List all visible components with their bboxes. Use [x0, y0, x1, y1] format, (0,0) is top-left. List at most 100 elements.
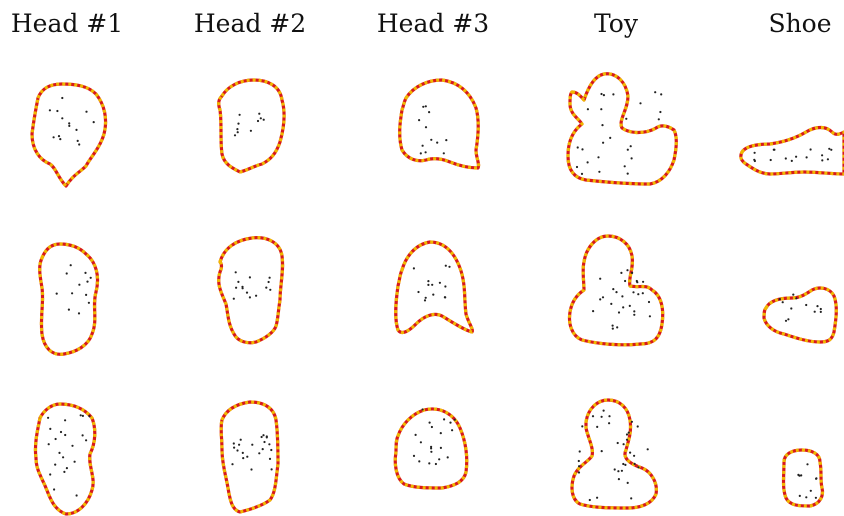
sample-point [445, 265, 447, 267]
sample-point [66, 272, 68, 274]
sample-point [642, 292, 644, 294]
column-title-shoe: Shoe [768, 9, 831, 38]
sample-point [770, 159, 772, 161]
sample-point [659, 111, 661, 113]
sample-point [49, 473, 51, 475]
sample-point [268, 281, 270, 283]
sample-point [268, 443, 270, 445]
sample-point [76, 494, 78, 496]
shape-cells [32, 74, 844, 514]
sample-point [821, 159, 823, 161]
sample-point [78, 143, 80, 145]
sample-point [428, 462, 430, 464]
outline-reconstruction-head1-1 [32, 84, 106, 186]
sample-point [269, 458, 271, 460]
sample-point [237, 131, 239, 133]
sample-point [233, 298, 235, 300]
sample-point [262, 448, 264, 450]
sample-point [425, 297, 427, 299]
sample-point [627, 173, 629, 175]
sample-point [85, 439, 87, 441]
sample-point [773, 149, 775, 151]
sample-point [805, 496, 807, 498]
sample-point [581, 425, 583, 427]
sample-point [596, 497, 598, 499]
sample-point [454, 419, 456, 421]
sample-point [422, 408, 424, 410]
sample-point [633, 455, 635, 457]
sample-point [785, 320, 787, 322]
sample-point [430, 139, 432, 141]
sample-point [431, 284, 433, 286]
sample-point [637, 425, 639, 427]
sample-point [237, 123, 239, 125]
sample-point [589, 499, 591, 501]
sample-point [263, 119, 265, 121]
sample-point [592, 415, 594, 417]
sample-point [70, 264, 72, 266]
sample-point [577, 146, 579, 148]
sample-point [425, 151, 427, 153]
sample-point [633, 314, 635, 316]
sample-point [830, 149, 832, 151]
sample-point [626, 269, 628, 271]
sample-point [614, 468, 616, 470]
sample-point [602, 142, 604, 144]
sample-point [238, 444, 240, 446]
sample-point [240, 439, 242, 441]
sample-point [805, 304, 807, 306]
sample-point [75, 129, 77, 131]
sample-point [624, 464, 626, 466]
sample-point [627, 482, 629, 484]
sample-point [618, 311, 620, 313]
sample-point [269, 277, 271, 279]
sample-point [444, 285, 446, 287]
sample-point [440, 447, 442, 449]
sample-point [269, 289, 271, 291]
sample-point [821, 154, 823, 156]
sample-point [436, 142, 438, 144]
shape-head1-row-3 [35, 404, 94, 514]
sample-point [62, 456, 64, 458]
sample-point [250, 130, 252, 132]
sample-point [626, 433, 628, 435]
sample-point [612, 325, 614, 327]
sample-point [424, 299, 426, 301]
sample-point [598, 171, 600, 173]
sample-point [56, 293, 58, 295]
sample-point [600, 108, 602, 110]
shape-toy-row-2 [570, 236, 663, 345]
sample-point [430, 451, 432, 453]
sample-point [444, 296, 446, 298]
column-title-head3: Head #3 [377, 9, 489, 38]
sample-point [654, 91, 656, 93]
sample-point [443, 418, 445, 420]
sample-point [624, 280, 626, 282]
column-title-toy: Toy [594, 9, 639, 38]
sample-point [617, 442, 619, 444]
sample-point [618, 478, 620, 480]
sample-point [779, 298, 781, 300]
sample-point [632, 291, 634, 293]
sample-point [249, 296, 251, 298]
sample-point [649, 315, 651, 317]
sample-point [417, 291, 419, 293]
sample-point [61, 97, 63, 99]
sample-point [78, 312, 80, 314]
sample-point [74, 461, 76, 463]
sample-point [251, 444, 253, 446]
sample-point [439, 282, 441, 284]
sample-point [447, 456, 449, 458]
sample-point [68, 122, 70, 124]
sample-point [430, 447, 432, 449]
sample-point [63, 471, 65, 473]
outline-ground-truth-head3-2 [396, 242, 473, 332]
sample-point [84, 272, 86, 274]
sample-point [636, 281, 638, 283]
sample-point [623, 443, 625, 445]
sample-point [612, 288, 614, 290]
shape-shoe-row-1 [741, 128, 844, 175]
sample-point [418, 119, 420, 121]
sample-point [425, 126, 427, 128]
sample-point [820, 308, 822, 310]
